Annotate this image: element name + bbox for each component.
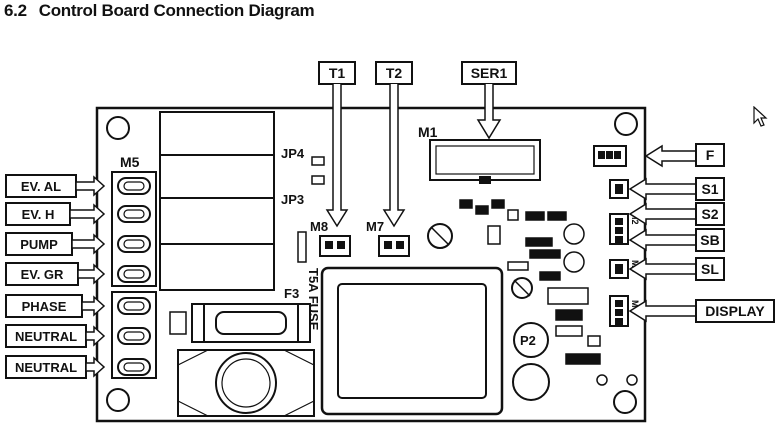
callout-display: DISPLAY <box>628 299 775 323</box>
terminal-label: PUMP <box>20 237 58 252</box>
svg-text:S2: S2 <box>701 206 718 222</box>
screw-terminal <box>117 235 151 253</box>
terminal-label: NEUTRAL <box>15 360 77 375</box>
callout-f: F <box>644 143 725 168</box>
terminal-arrow <box>85 325 106 347</box>
terminal-arrow <box>81 295 106 317</box>
p2-label: P2 <box>520 333 536 348</box>
m3-connector <box>609 259 629 279</box>
transformer <box>320 266 504 416</box>
terminal-6: NEUTRAL <box>5 324 151 348</box>
svg-text:SB: SB <box>700 232 719 248</box>
screw-terminal <box>117 327 151 345</box>
terminal-label: NEUTRAL <box>15 329 77 344</box>
control-board <box>95 106 647 423</box>
m8-label: M8 <box>310 219 328 234</box>
svg-text:F: F <box>706 147 715 163</box>
m1-connector <box>429 139 541 184</box>
terminal-arrow <box>69 203 106 225</box>
m2-label: M2 <box>630 212 640 225</box>
small-block <box>169 311 187 335</box>
jp3-label: JP3 <box>281 192 304 207</box>
terminal-label: PHASE <box>22 299 67 314</box>
terminal-5: PHASE <box>5 294 151 318</box>
screw-terminal-inner <box>123 301 145 311</box>
m8-connector <box>319 235 351 257</box>
svg-text:SER1: SER1 <box>471 65 508 81</box>
jp4-label: JP4 <box>281 146 305 161</box>
screw-terminal <box>117 205 151 223</box>
terminal-label: EV. H <box>22 207 55 222</box>
callout-sb: SB <box>628 228 725 252</box>
section-title: Control Board Connection Diagram <box>38 1 315 20</box>
terminal-arrow <box>85 356 106 378</box>
callout-s1: S1 <box>628 177 725 201</box>
terminal-list: EV. AL EV. H PUMP EV. GR PHASE NEUTRAL NEUTRAL <box>5 174 151 379</box>
section-number: 6.2 <box>4 1 27 20</box>
terminal-arrow <box>71 233 106 255</box>
screw-terminal-inner <box>123 331 145 341</box>
terminal-2: EV. H <box>5 202 151 226</box>
svg-text:T1: T1 <box>329 65 346 81</box>
mounting-holes <box>106 112 638 414</box>
m8-side-component <box>297 231 307 263</box>
terminal-arrow <box>75 175 106 197</box>
terminal-1: EV. AL <box>5 174 151 198</box>
m4-connector <box>609 295 629 327</box>
terminal-label: EV. GR <box>21 267 64 282</box>
component-cluster <box>427 199 638 401</box>
screw-terminal <box>117 297 151 315</box>
callout-s2: S2 <box>628 202 725 226</box>
callout-t1: T1 <box>318 61 356 228</box>
terminal-label: EV. AL <box>21 179 61 194</box>
screw-terminal-inner <box>123 362 145 372</box>
terminal-arrow <box>77 263 106 285</box>
m4-label: M4 <box>630 300 640 313</box>
fuse-label: T5A FUSE <box>306 268 321 331</box>
screw-terminal-inner <box>123 269 145 279</box>
svg-text:DISPLAY: DISPLAY <box>705 303 765 319</box>
fuse-holder <box>191 303 311 343</box>
section-heading: 6.2 Control Board Connection Diagram <box>4 1 315 21</box>
screw-terminal-inner <box>123 239 145 249</box>
m7-label: M7 <box>366 219 384 234</box>
jumpers <box>311 156 325 185</box>
m5-label: M5 <box>120 154 140 170</box>
f3-label: F3 <box>284 286 299 301</box>
callout-ser1: SER1 <box>461 61 517 140</box>
screw-terminal-inner <box>123 209 145 219</box>
screw-terminal <box>117 265 151 283</box>
m5-terminal-block <box>111 171 157 379</box>
callout-t2: T2 <box>375 61 413 228</box>
terminal-7: NEUTRAL <box>5 355 151 379</box>
m1-label: M1 <box>418 124 438 140</box>
svg-text:T2: T2 <box>386 65 403 81</box>
svg-text:SL: SL <box>701 261 719 277</box>
terminal-4: EV. GR <box>5 262 151 286</box>
f-connector <box>593 145 627 167</box>
screw-terminal <box>117 358 151 376</box>
bottom-component <box>177 349 315 417</box>
screw-terminal-inner <box>123 181 145 191</box>
m2-connector <box>609 213 629 245</box>
s1-connector <box>609 179 629 199</box>
mouse-cursor-icon <box>753 106 768 127</box>
m7-connector <box>378 235 410 257</box>
relay-block <box>159 111 275 291</box>
svg-text:S1: S1 <box>701 181 718 197</box>
screw-terminal <box>117 177 151 195</box>
terminal-3: PUMP <box>5 232 151 256</box>
callout-sl: SL <box>628 257 725 281</box>
